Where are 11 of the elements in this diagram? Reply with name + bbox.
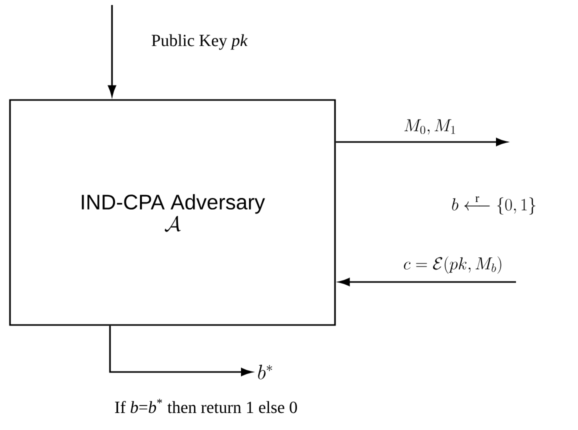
arrow: [108, 5, 116, 96]
random-choice-formula: $b \stackrel{\mathrm{r}}{\longleftarrow} \{0,1\}$: [452, 196, 536, 215]
arrow: [109, 326, 252, 376]
edge-label: $M_0,M_1$: [404, 119, 456, 135]
output-text: $b^{*}$: [258, 364, 272, 380]
condition-text: If b=b$^{*}$ then return 1 else 0: [115, 398, 297, 414]
arrow: [336, 138, 507, 146]
arrow: [338, 278, 516, 286]
edge-label: $c=\mathcal{E}(pk,M_b)$: [404, 256, 502, 274]
adversary-box: IND-CPA Adversary $\mathcal{A}$: [9, 99, 336, 326]
edge-label: Public Key pk: [152, 34, 248, 50]
